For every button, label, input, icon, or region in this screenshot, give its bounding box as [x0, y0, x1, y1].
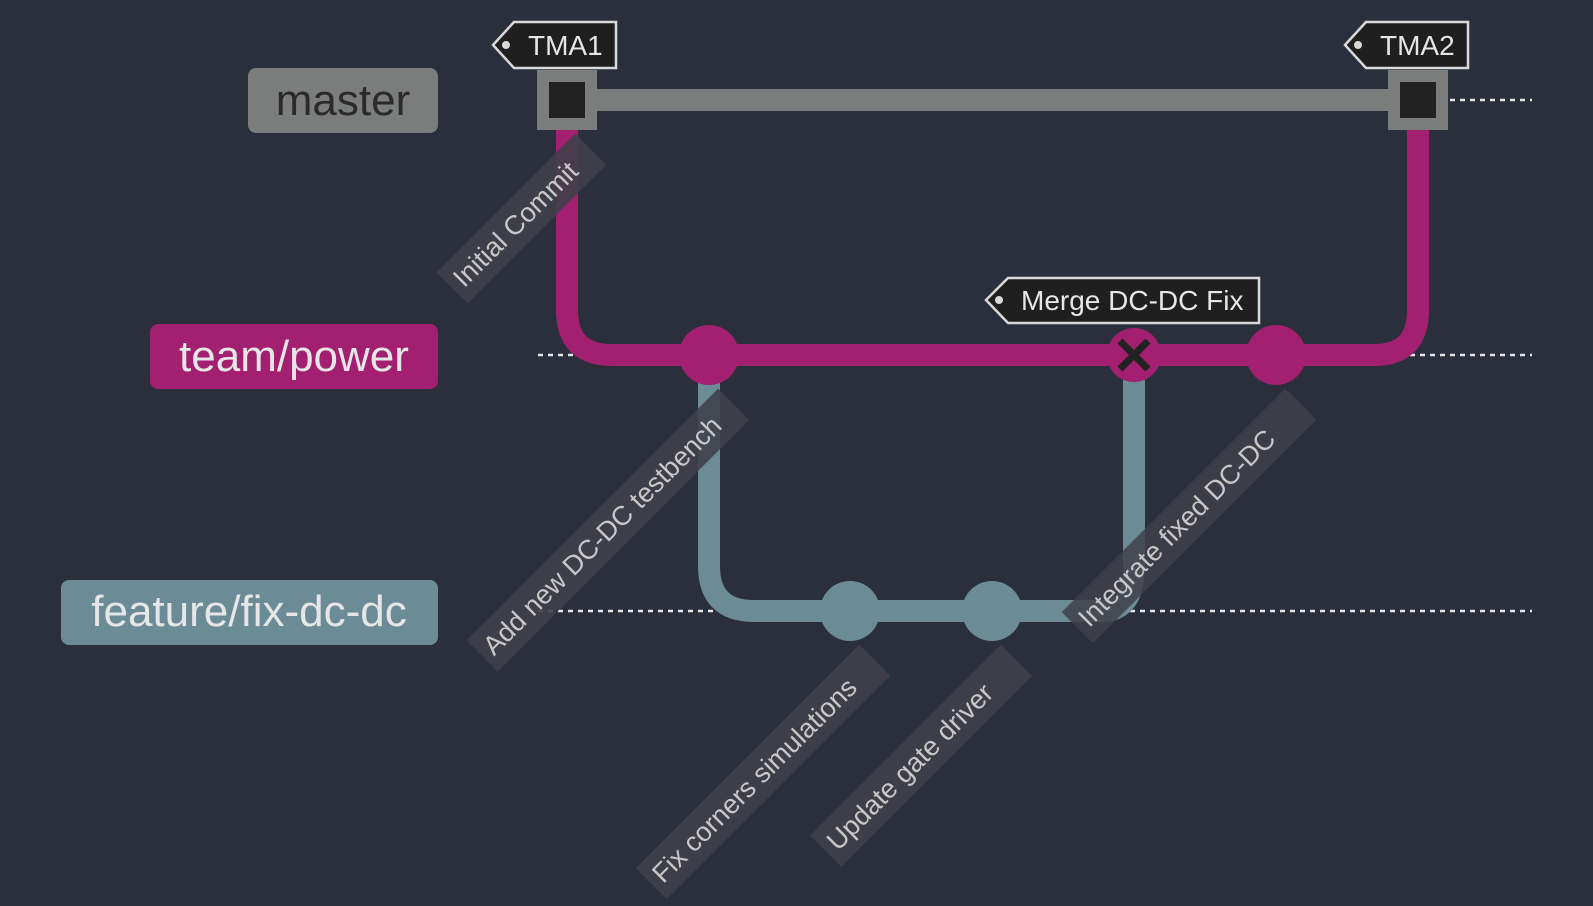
commit-tags: TMA1 TMA2 Merge DC-DC Fix: [491, 20, 1470, 325]
feature-branch-edge: [698, 355, 1145, 622]
branch-label-feature-fix-dc-dc[interactable]: feature/fix-dc-dc: [61, 580, 438, 645]
branch-label-team-power-text: team/power: [179, 332, 409, 381]
commit-message-c6: Integrate fixed DC-DC: [1061, 388, 1317, 644]
commit-message-c2-text: Add new DC-DC testbench: [477, 410, 727, 660]
commit-marker-c7[interactable]: [1388, 70, 1448, 130]
tag-tma1[interactable]: TMA1: [491, 20, 618, 70]
tag-hole-icon: [502, 41, 510, 49]
merge-cross-icon: [1117, 338, 1151, 372]
team-power-branch-edge: [556, 118, 1429, 366]
commit-marker-c3[interactable]: [820, 581, 880, 641]
commit-message-c3-text: Fix corners simulations: [646, 672, 862, 888]
tag-tma2-text: TMA2: [1380, 30, 1455, 61]
commit-marker-c1[interactable]: [537, 70, 597, 130]
tag-merge-dc-dc-fix-text: Merge DC-DC Fix: [1021, 285, 1243, 316]
tag-tma1-text: TMA1: [528, 30, 603, 61]
tag-merge-dc-dc-fix[interactable]: Merge DC-DC Fix: [984, 276, 1261, 325]
commit-markers: [537, 70, 1448, 641]
tag-hole-icon: [995, 296, 1003, 304]
commit-marker-c2[interactable]: [679, 325, 739, 385]
branch-label-master[interactable]: master: [248, 68, 438, 133]
tag-tma2[interactable]: TMA2: [1343, 20, 1470, 70]
commit-marker-c5[interactable]: [1107, 328, 1161, 382]
branch-label-feature-text: feature/fix-dc-dc: [91, 587, 406, 636]
commit-marker-c4[interactable]: [962, 581, 1022, 641]
tag-hole-icon: [1354, 41, 1362, 49]
branch-labels: master team/power feature/fix-dc-dc: [61, 68, 438, 645]
commit-marker-c6[interactable]: [1246, 325, 1306, 385]
branch-label-team-power[interactable]: team/power: [150, 324, 438, 389]
commit-message-c1: Initial Commit: [436, 133, 607, 304]
commit-message-c3: Fix corners simulations: [635, 644, 891, 900]
commit-message-c6-text: Integrate fixed DC-DC: [1072, 424, 1281, 633]
branch-label-master-text: master: [276, 76, 410, 125]
